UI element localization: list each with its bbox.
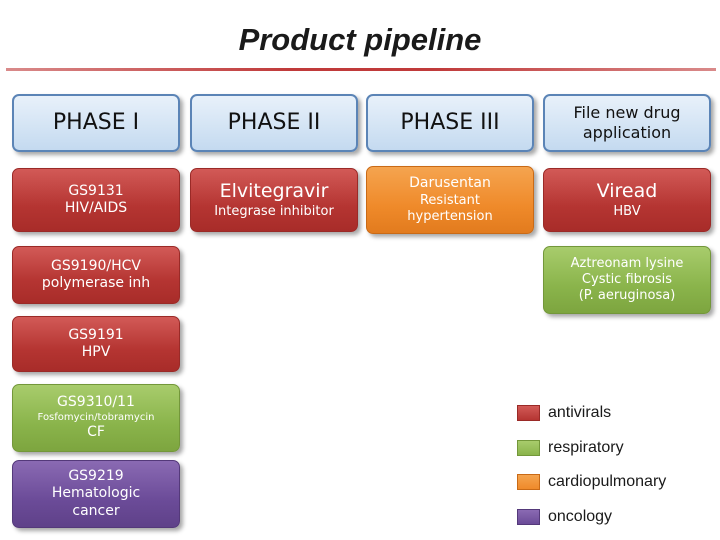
gs9131-name: GS9131 [68,182,124,199]
gs9310-name: GS9310/11 [57,394,135,411]
nda-label: File new drug application [573,103,681,142]
elvitegravir-box: Elvitegravir Integrase inhibitor [190,168,358,232]
legend-label-oncology: oncology [548,508,613,525]
aztreonam-name: Aztreonam lysine [570,255,684,271]
legend-label-cardiopulmonary: cardiopulmonary [548,473,667,490]
gs9219-box: GS9219 Hematologic cancer [12,460,180,528]
page-title: Product pipeline [238,22,482,57]
gs9310-desc-2: CF [87,424,105,441]
gs9190-name: GS9190/HCV [51,257,141,274]
legend-swatch-respiratory [517,440,540,456]
legend-swatch-cardiopulmonary [517,474,540,490]
legend-label-antivirals: antivirals [548,404,612,421]
elvitegravir-name: Elvitegravir [219,180,329,202]
aztreonam-desc-2: (P. aeruginosa) [578,288,676,304]
gs9310-desc: Fosfomycin/tobramycin [37,411,155,423]
phase-3-header: PHASE III [366,94,534,152]
gs9190-box: GS9190/HCV polymerase inh [12,246,180,304]
darusentan-name: Darusentan [409,175,491,191]
darusentan-desc: Resistant hypertension [407,192,493,224]
gs9219-desc: Hematologic [51,485,141,502]
gs9310-box: GS9310/11 Fosfomycin/tobramycin CF [12,384,180,452]
gs9131-desc: HIV/AIDS [64,200,128,216]
legend-swatch-oncology [517,509,540,525]
elvitegravir-desc: Integrase inhibitor [214,203,334,219]
aztreonam-desc: Cystic fibrosis [581,271,673,287]
gs9191-name: GS9191 [68,326,124,343]
aztreonam-box: Aztreonam lysine Cystic fibrosis (P. aer… [543,246,711,314]
gs9131-box: GS9131 HIV/AIDS [12,168,180,232]
nda-header: File new drug application [543,94,711,152]
legend-label-respiratory: respiratory [548,439,624,456]
gs9219-desc-2: cancer [72,502,120,519]
darusentan-box: Darusentan Resistant hypertension [366,166,534,234]
phase-1-label: PHASE I [52,110,140,136]
phase-2-header: PHASE II [190,94,358,152]
gs9191-box: GS9191 HPV [12,316,180,372]
viread-desc: HBV [613,203,641,219]
gs9219-name: GS9219 [68,467,124,484]
gs9191-desc: HPV [81,344,111,360]
phase-3-label: PHASE III [400,110,500,136]
phase-1-header: PHASE I [12,94,180,152]
legend-swatch-antivirals [517,405,540,421]
phase-2-label: PHASE II [227,110,321,136]
viread-name: Viread [596,180,658,202]
title-divider [6,68,716,71]
viread-box: Viread HBV [543,168,711,232]
gs9190-desc: polymerase inh [41,275,151,291]
